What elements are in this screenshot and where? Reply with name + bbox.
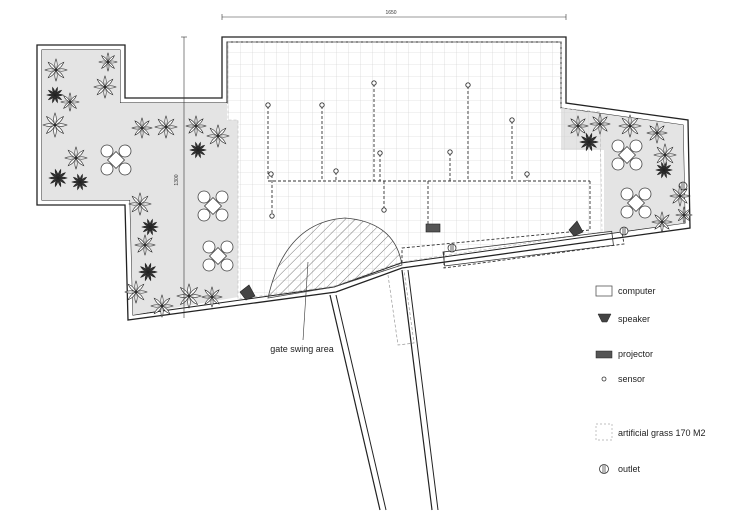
speaker-icon: [568, 220, 584, 237]
width-label: 1650: [385, 10, 396, 16]
height-dimension: 1300: [174, 36, 187, 318]
plant: [141, 218, 159, 236]
plant: [150, 294, 174, 318]
plant: [48, 168, 68, 188]
sensor-icon: [447, 149, 453, 155]
sensor-icon: [509, 117, 515, 123]
plant: [124, 280, 148, 304]
plant: [206, 124, 230, 148]
seating-groups: [100, 139, 652, 272]
legend-label-grass: artificial grass 170 M2: [618, 428, 706, 438]
plant: [71, 173, 89, 191]
plant: [669, 185, 691, 207]
plant: [589, 113, 611, 135]
sensor-icon: [319, 102, 325, 108]
plants: [42, 52, 693, 318]
legend-label-sensor: sensor: [618, 374, 645, 384]
legend-label-outlet: outlet: [618, 464, 641, 474]
plant: [44, 58, 68, 82]
gate-swing-leader: [302, 261, 309, 341]
plant: [138, 262, 158, 282]
projector-icon: [595, 350, 613, 359]
computer-icon: [595, 285, 613, 297]
legend: computer speaker projector sensor artifi…: [595, 285, 706, 474]
sensor-icon: [381, 207, 387, 213]
sensor-icon: [333, 168, 339, 174]
plant: [42, 112, 68, 138]
width-dimension: 1650: [221, 10, 567, 20]
plant: [185, 115, 207, 137]
sensor-icon: [268, 171, 274, 177]
legend-label-computer: computer: [618, 286, 656, 296]
projector-icon: [425, 223, 441, 233]
corridor: [329, 269, 439, 511]
sensor-icon: [377, 150, 383, 156]
sensor-icon: [601, 376, 607, 382]
plant: [655, 161, 673, 179]
plant: [64, 146, 88, 170]
plant: [154, 115, 178, 139]
sensor-icon: [465, 82, 471, 88]
table-with-chairs: [202, 240, 234, 272]
plant: [653, 143, 677, 167]
sensor-wiring: [267, 84, 625, 269]
plant: [201, 286, 223, 308]
plant: [567, 115, 589, 137]
computer-wiring-outline: [442, 230, 614, 267]
plant: [646, 122, 668, 144]
legend-label-speaker: speaker: [618, 314, 650, 324]
artificial-grass-icon: [595, 423, 613, 441]
gate-swing-label: gate swing area: [270, 344, 334, 354]
plant: [618, 114, 642, 138]
sensor-icon: [265, 102, 271, 108]
left-planting-area: [42, 50, 238, 315]
corridor-dashed-outline: [387, 269, 415, 346]
sensors: [265, 80, 530, 219]
gate-swing-area: [267, 217, 403, 299]
legend-label-projector: projector: [618, 349, 653, 359]
plant: [46, 86, 64, 104]
plant: [134, 234, 156, 256]
plant: [189, 141, 207, 159]
plant: [176, 283, 202, 309]
outlet-icon: [447, 243, 457, 253]
plant: [93, 75, 117, 99]
plant: [579, 132, 599, 152]
plant: [131, 117, 153, 139]
sensor-icon: [269, 213, 275, 219]
plant: [128, 192, 152, 216]
plant: [651, 211, 673, 233]
table-with-chairs: [100, 144, 132, 176]
height-label: 1300: [174, 174, 180, 185]
table-with-chairs: [611, 139, 643, 171]
speaker-icon: [239, 284, 256, 301]
plant: [675, 206, 693, 224]
table-with-chairs: [620, 187, 652, 219]
sensor-icon: [524, 171, 530, 177]
outlet-icon: [619, 226, 629, 236]
table-with-chairs: [197, 190, 229, 222]
speaker-icon: [597, 313, 612, 323]
outlet-icon: [599, 464, 609, 474]
plant: [60, 92, 80, 112]
sensor-icon: [371, 80, 377, 86]
plant: [98, 52, 118, 72]
